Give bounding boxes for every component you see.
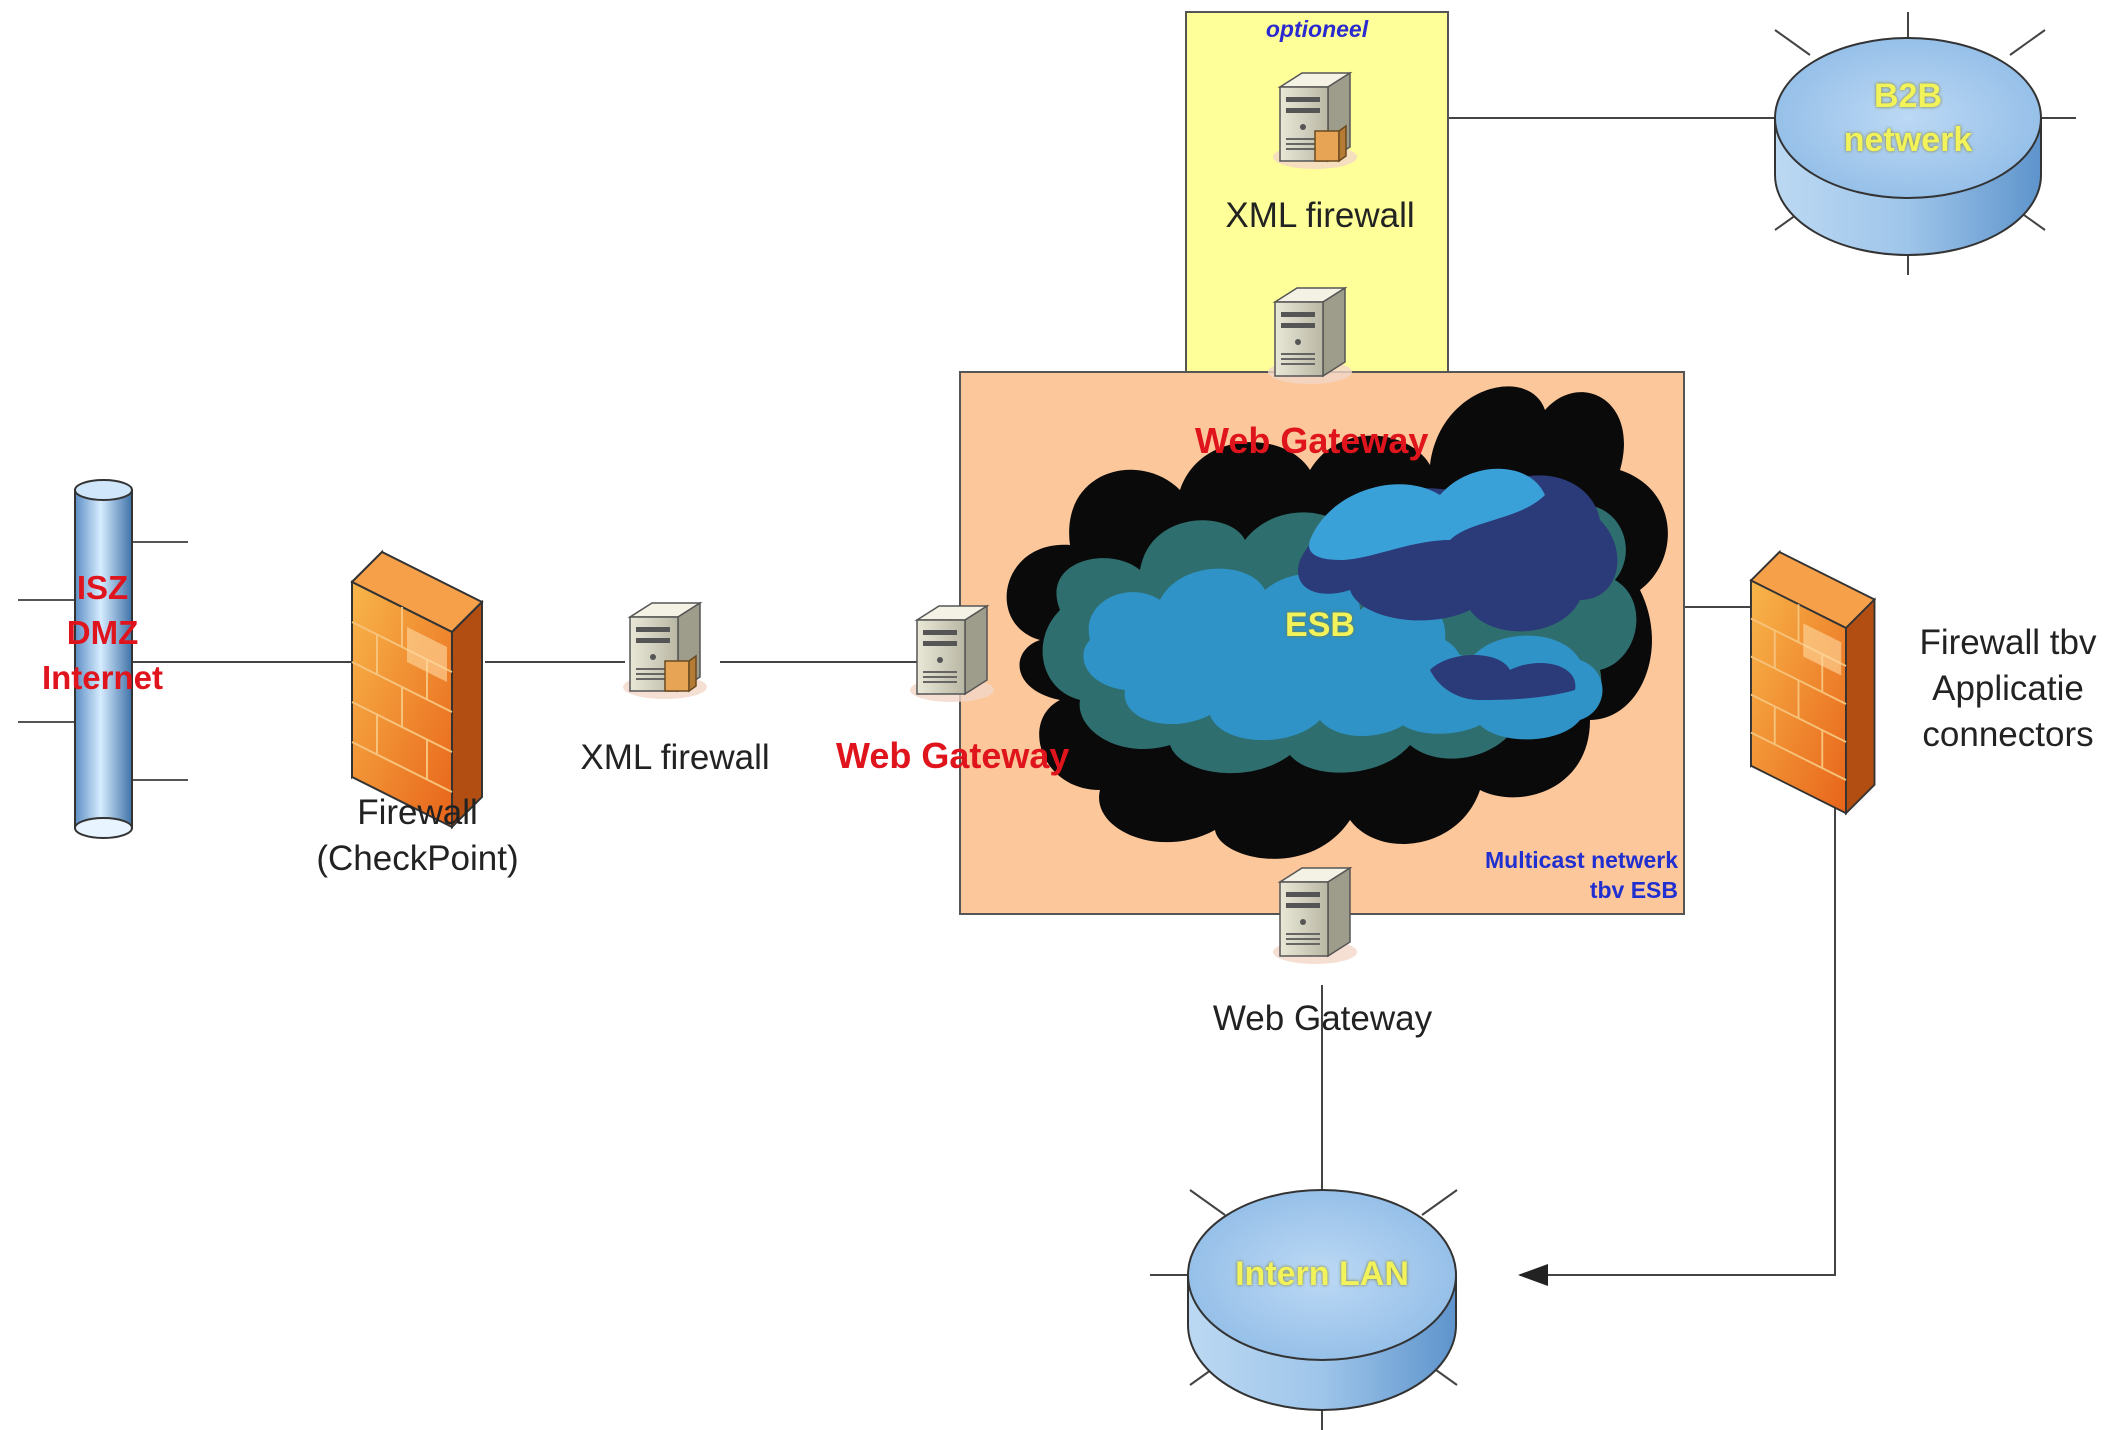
server-icon [909,605,995,703]
isz-label: ISZ [76,569,129,606]
server-icon [1273,73,1357,169]
firewall-checkpoint-label: Firewall (CheckPoint) [316,793,519,878]
server-icon [623,603,707,699]
backbone-label: ISZ DMZ Internet [30,565,175,700]
internet-label: Internet [41,659,163,696]
xml-firewall-top-label: XML firewall [1225,196,1415,235]
web-gateway-left-label: Web Gateway [836,735,1070,776]
network-hub-icon [1150,1189,1458,1411]
optional-label: optioneel [1265,16,1369,42]
xml-firewall-left-label: XML firewall [580,738,770,777]
intern-lan-label: Intern LAN [1235,1255,1409,1293]
server-icon [1272,867,1358,965]
firewall-app-connectors-label: Firewall tbv Applicatie connectors [1919,623,2097,754]
b2b-network-label: B2B netwerk [1843,77,1973,159]
web-gateway-bottom-label: Web Gateway [1212,999,1433,1038]
firewall-icon [351,551,483,828]
cloud-icon [1006,386,1668,859]
network-backbone-icon [18,479,188,839]
dmz-label: DMZ [66,614,139,651]
network-hub-icon [1774,12,2076,275]
arrow-head [1518,1264,1548,1286]
server-icon [1267,287,1353,385]
esb-label: ESB [1285,606,1355,644]
web-gateway-top-label: Web Gateway [1195,420,1429,461]
firewall-icon [1750,551,1876,815]
multicast-network-label: Multicast netwerk tbv ESB [1485,847,1678,903]
